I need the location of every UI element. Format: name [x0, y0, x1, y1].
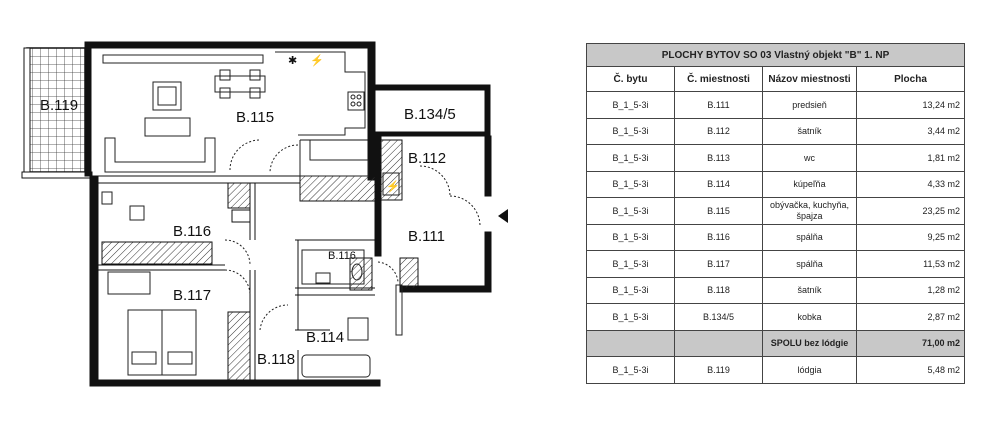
cell-room-name: šatník: [762, 276, 857, 304]
electrical-panel-icon: ⚡: [386, 180, 400, 193]
cell-room-no: B.119: [674, 356, 763, 384]
cell-apartment: B_1_5-3i: [586, 223, 675, 251]
cell-room-name: lódgia: [762, 356, 857, 384]
cell-room-name: obývačka, kuchyňa, špajza: [762, 197, 857, 225]
room-label-b112: B.112: [408, 150, 446, 167]
entrance-arrow-icon: [498, 209, 508, 223]
room-label-b118: B.118: [257, 351, 295, 368]
room-label-b134-5: B.134/5: [404, 106, 456, 123]
cell-apartment: B_1_5-3i: [586, 276, 675, 304]
cell-area: 11,53 m2: [855, 250, 966, 278]
hall-doors: [269, 144, 481, 336]
bedroom-117-furniture: [107, 269, 251, 376]
table-row: B_1_5-3i B.134/5 kobka 2,87 m2: [586, 303, 966, 331]
table-row: B_1_5-3i B.115 obývačka, kuchyňa, špajza…: [586, 197, 966, 225]
cell-apartment: B_1_5-3i: [586, 170, 675, 198]
cell-area: 1,28 m2: [855, 276, 966, 304]
loggia-edge: [21, 171, 93, 179]
cell-room-name: spálňa: [762, 250, 857, 278]
cell-room-name: kobka: [762, 303, 857, 331]
floor-plan: ✱ ⚡ ⚡ B.119 B.115 B.134/5 B.112: [21, 41, 508, 387]
table-title: PLOCHY BYTOV SO 03 Vlastný objekt "B" 1.…: [585, 43, 966, 67]
cell-area: 9,25 m2: [855, 223, 966, 251]
header-area: Plocha: [855, 66, 966, 92]
cell-room-name: kúpeľňa: [762, 170, 857, 198]
table-row: B_1_5-3i B.114 kúpeľňa 4,33 m2: [586, 170, 966, 198]
cell-apartment: B_1_5-3i: [586, 197, 675, 225]
cell-room-name: spálňa: [762, 223, 857, 251]
area-table: PLOCHY BYTOV SO 03 Vlastný objekt "B" 1.…: [585, 43, 966, 384]
bath-fixtures: [259, 249, 371, 378]
cell-room-no: B.113: [674, 144, 763, 172]
room-label-b119: B.119: [40, 97, 78, 114]
living-furniture: [102, 51, 369, 177]
cell-area: 1,81 m2: [855, 144, 966, 172]
room-label-b116-wc: B.116: [328, 250, 356, 262]
table-row: B_1_5-3i B.113 wc 1,81 m2: [586, 144, 966, 172]
cell-room-no: B.117: [674, 250, 763, 278]
cell-area: 23,25 m2: [855, 197, 966, 225]
table-row: B_1_5-3i B.117 spálňa 11,53 m2: [586, 250, 966, 278]
cell-room-no: B.134/5: [674, 303, 763, 331]
cell-apartment: B_1_5-3i: [586, 356, 675, 384]
room-label-b114: B.114: [306, 329, 344, 346]
header-room-no: Č. miestnosti: [674, 66, 763, 92]
cell-room-name: predsieň: [762, 91, 857, 119]
loggia-railing: [23, 47, 31, 173]
cell-room-no: B.114: [674, 170, 763, 198]
table-row: B_1_5-3i B.116 spálňa 9,25 m2: [586, 223, 966, 251]
table-row: B_1_5-3i B.112 šatník 3,44 m2: [586, 117, 966, 145]
room-label-b117: B.117: [173, 287, 211, 304]
cell-area: 3,44 m2: [855, 117, 966, 145]
room-label-b111: B.111: [408, 228, 445, 245]
table-title-row: PLOCHY BYTOV SO 03 Vlastný objekt "B" 1.…: [585, 43, 966, 67]
cell-room-no: B.111: [674, 91, 763, 119]
cell-apartment: B_1_5-3i: [586, 250, 675, 278]
electrical-icon: ⚡: [310, 54, 324, 67]
hatched-elements: [101, 139, 419, 381]
cell-apartment: B_1_5-3i: [586, 91, 675, 119]
table-total-row: SPOLU bez lódgie 71,00 m2: [586, 329, 966, 357]
loggia-floor: [26, 47, 86, 173]
cell-room-name: šatník: [762, 117, 857, 145]
cell-room-no: B.112: [674, 117, 763, 145]
cell-apartment: B_1_5-3i: [586, 144, 675, 172]
walls: [84, 41, 492, 387]
table-row: B_1_5-3i B.111 predsieň 13,24 m2: [586, 91, 966, 119]
cell-area: 4,33 m2: [855, 170, 966, 198]
cell-area: 13,24 m2: [855, 91, 966, 119]
appliance-icon: ✱: [288, 55, 297, 67]
room-label-b116: B.116: [173, 223, 211, 240]
cell-area: 2,87 m2: [855, 303, 966, 331]
room-label-b115: B.115: [236, 109, 274, 126]
header-apartment-no: Č. bytu: [586, 66, 675, 92]
cell-room-no: B.115: [674, 197, 763, 225]
total-area: 71,00 m2: [855, 329, 966, 357]
table-header-row: Č. bytu Č. miestnosti Názov miestnosti P…: [586, 66, 966, 92]
cell-room-no: B.118: [674, 276, 763, 304]
cell-apartment: B_1_5-3i: [586, 303, 675, 331]
header-room-name: Názov miestnosti: [762, 66, 857, 92]
cell-room-no: B.116: [674, 223, 763, 251]
cell-area: 5,48 m2: [855, 356, 966, 384]
cell-room-name: wc: [762, 144, 857, 172]
total-label: SPOLU bez lódgie: [762, 329, 857, 357]
bedroom-116-furniture: [101, 191, 251, 266]
cell-apartment: B_1_5-3i: [586, 117, 675, 145]
table-row: B_1_5-3i B.118 šatník 1,28 m2: [586, 276, 966, 304]
table-row-loggia: B_1_5-3i B.119 lódgia 5,48 m2: [586, 356, 966, 384]
